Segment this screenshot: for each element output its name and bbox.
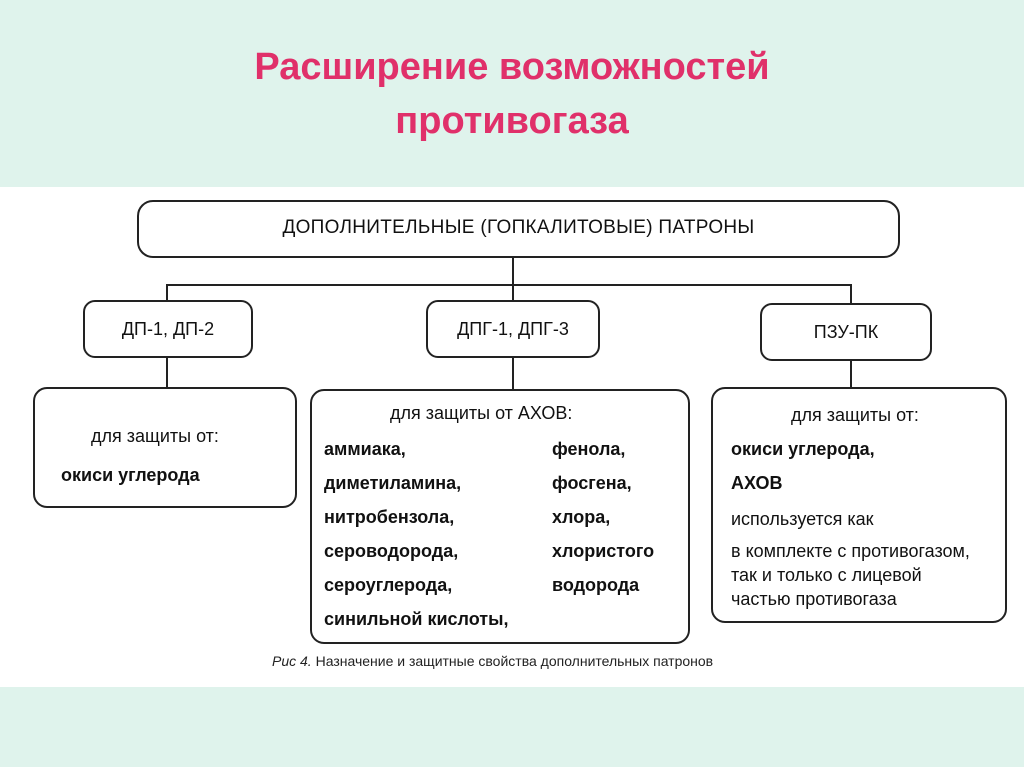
connector-mid-down [512, 358, 514, 389]
detail-item: окиси углерода, [731, 439, 875, 459]
connector-right-drop [850, 284, 852, 303]
connector-right-down [850, 361, 852, 387]
detail-note: частью противогаза [731, 589, 897, 609]
detail-note: используется как [731, 509, 874, 529]
connector-mid-drop [512, 284, 514, 300]
connector-left-drop [166, 284, 168, 300]
slide-title: Расширение возможностей противогаза [0, 40, 1024, 148]
detail-heading: для защиты от: [91, 426, 219, 446]
detail-item: диметиламина, [324, 473, 462, 493]
detail-item: фенола, [552, 439, 626, 459]
detail-item: аммиака, [324, 439, 406, 459]
caption-prefix: Рис 4. [272, 653, 312, 669]
detail-item: нитробензола, [324, 507, 455, 527]
detail-note: так и только с лицевой [731, 565, 922, 585]
connector-left-down [166, 358, 168, 387]
connector-horizontal [166, 284, 852, 286]
detail-item: окиси углерода [61, 465, 200, 485]
detail-item: хлора, [552, 507, 611, 527]
top-box: ДОПОЛНИТЕЛЬНЫЕ (ГОПКАЛИТОВЫЕ) ПАТРОНЫ [137, 200, 900, 258]
branch-box-dpg: ДПГ-1, ДПГ-3 [426, 300, 600, 358]
detail-note: в комплекте с противогазом, [731, 541, 970, 561]
title-line-2: противогаза [395, 100, 629, 142]
detail-item: АХОВ [731, 473, 783, 493]
title-line-1: Расширение возможностей [254, 46, 770, 88]
branch-box-pzu: ПЗУ-ПК [760, 303, 932, 361]
detail-item: сероуглерода, [324, 575, 453, 595]
detail-box-dpg: для защиты от АХОВ: аммиака, диметиламин… [310, 389, 690, 644]
detail-item: водорода [552, 575, 640, 595]
detail-item: фосгена, [552, 473, 632, 493]
diagram-panel: ДОПОЛНИТЕЛЬНЫЕ (ГОПКАЛИТОВЫЕ) ПАТРОНЫ ДП… [0, 187, 1024, 687]
detail-item: хлористого [552, 541, 655, 561]
detail-heading: для защиты от АХОВ: [390, 403, 573, 423]
connector-top-stem [512, 258, 514, 285]
detail-box-pzu: для защиты от: окиси углерода, АХОВ испо… [711, 387, 1007, 623]
figure-caption: Рис 4. Назначение и защитные свойства до… [272, 653, 713, 669]
detail-box-dp: для защиты от: окиси углерода [33, 387, 297, 508]
detail-heading: для защиты от: [791, 405, 919, 425]
detail-item: сероводорода, [324, 541, 459, 561]
detail-item: синильной кислоты, [324, 609, 509, 629]
caption-text: Назначение и защитные свойства дополните… [315, 653, 714, 669]
branch-box-dp: ДП-1, ДП-2 [83, 300, 253, 358]
